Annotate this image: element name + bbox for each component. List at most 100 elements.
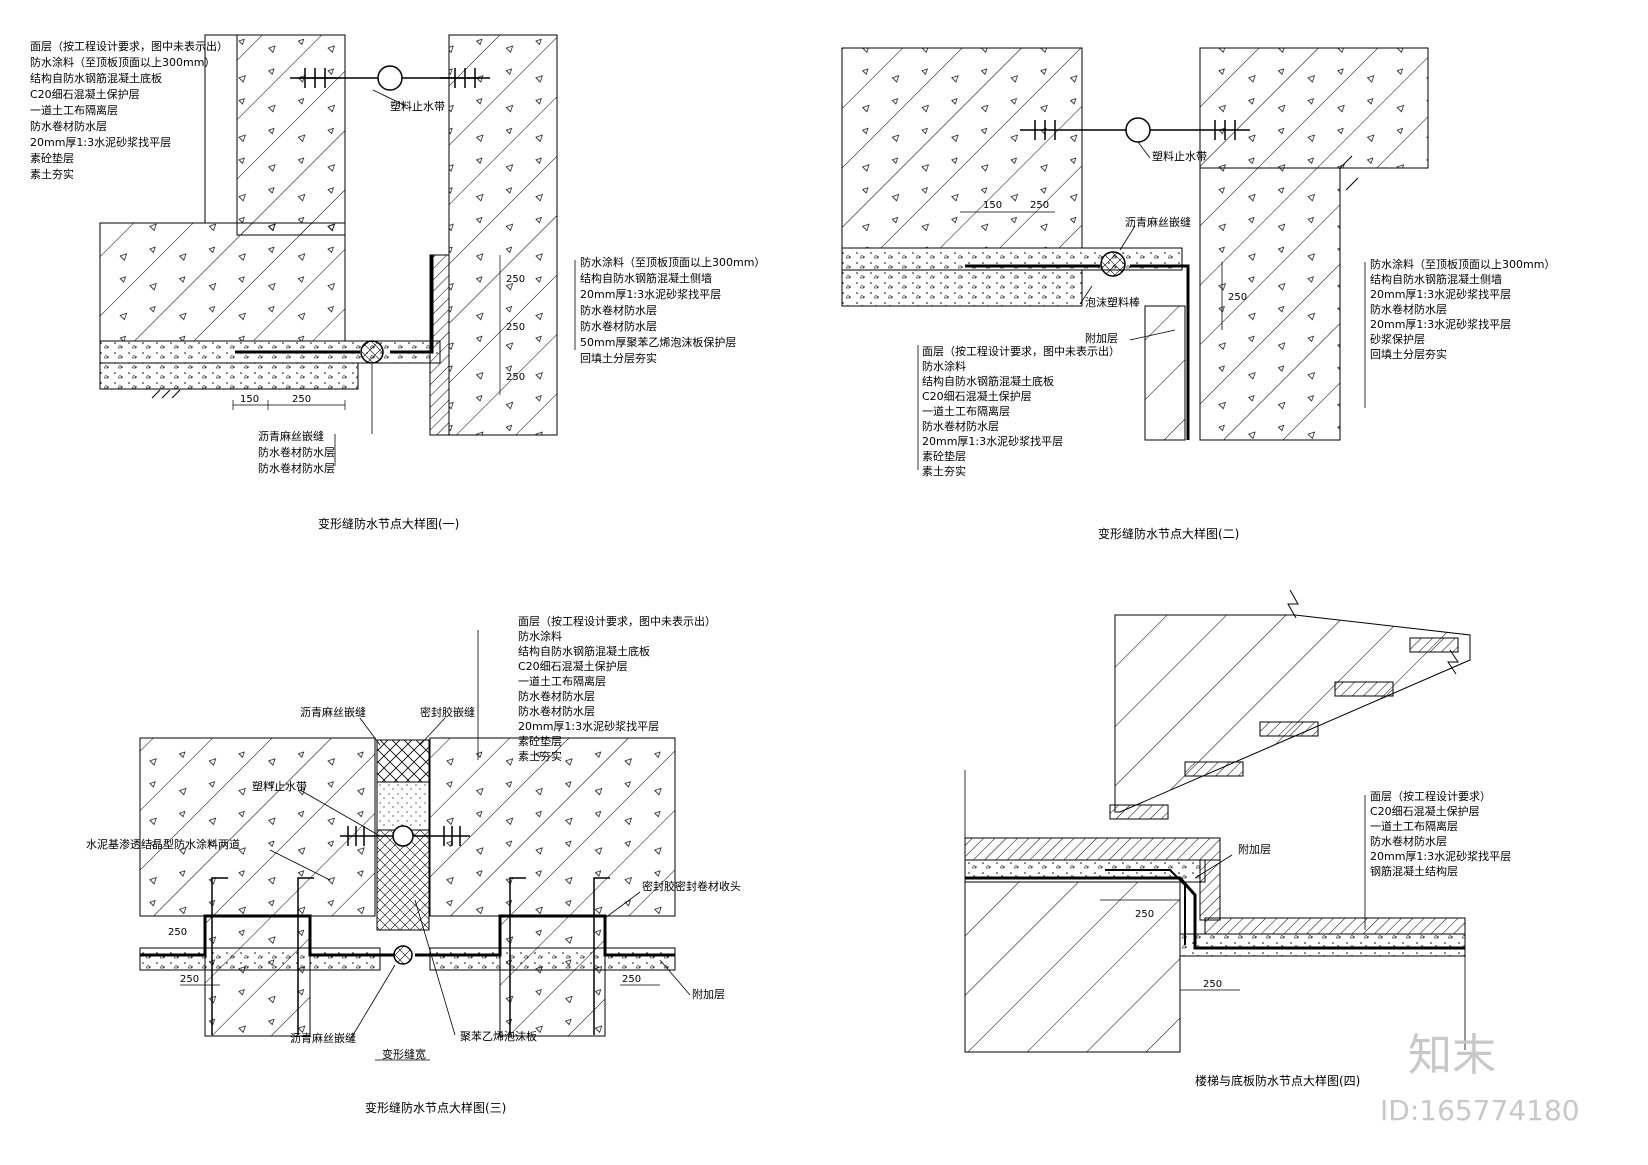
d1-right-label: 防水涂料（至顶板顶面以上300mm） xyxy=(580,255,765,269)
d4-right-label: 一道土工布隔离层 xyxy=(1370,819,1458,833)
d2-right-wall xyxy=(1199,167,1341,441)
d3-callout: 塑料止水带 xyxy=(252,779,307,793)
d3-top-label: 面层（按工程设计要求，图中未表示出） xyxy=(518,614,716,628)
d3-callout: 水泥基渗透结晶型防水涂料两道 xyxy=(86,837,240,851)
d1-label-box xyxy=(204,34,238,224)
d2-joint-filler xyxy=(1100,251,1126,277)
d3-callout: 沥青麻丝嵌缝 xyxy=(300,705,366,719)
d3-caption: 变形缝防水节点大样图(三) xyxy=(365,1100,506,1115)
d3-callout: 密封胶密封卷材收头 xyxy=(642,879,741,893)
d4-right-label: 钢筋混凝土结构层 xyxy=(1370,864,1458,878)
d2-base-layer xyxy=(841,269,1083,307)
d4-lower-wall xyxy=(964,881,1181,1053)
d1-left-label: 结构自防水钢筋混凝土底板 xyxy=(30,71,162,85)
d3-top-label: 素砼垫层 xyxy=(518,734,562,748)
d2-callout: 沥青麻丝嵌缝 xyxy=(1125,215,1191,229)
d1-left-label: 素土夯实 xyxy=(30,167,74,181)
d4-callout: 附加层 xyxy=(1238,842,1271,856)
d1-right-label: 防水卷材防水层 xyxy=(580,303,657,317)
d3-layer-left xyxy=(139,947,381,971)
d2-waterstop xyxy=(1020,117,1250,143)
d3-top-label: 20mm厚1:3水泥砂浆找平层 xyxy=(518,719,659,733)
d1-left-label: 一道土工布隔离层 xyxy=(30,103,118,117)
d2-left-label: 20mm厚1:3水泥砂浆找平层 xyxy=(922,434,1063,448)
d3-dim-1: 250 xyxy=(622,974,641,985)
d2-dim-2: 250 xyxy=(1228,292,1247,303)
d3-top-labels: 面层（按工程设计要求，图中未表示出） 防水涂料 结构自防水钢筋混凝土底板 C20… xyxy=(518,614,716,763)
d4-right-label: C20细石混凝土保护层 xyxy=(1370,804,1480,818)
drawing-1: 150 250 250 250 250 塑料止水带 面层（按工程设计要求，图中未… xyxy=(30,34,765,531)
d3-top-label: 防水涂料 xyxy=(518,629,562,643)
d1-blinding xyxy=(99,362,359,390)
d3-joint-foam xyxy=(376,829,430,931)
d2-left-labels: 面层（按工程设计要求，图中未表示出） 防水涂料 结构自防水钢筋混凝土底板 C20… xyxy=(922,344,1120,478)
d2-right-label: 20mm厚1:3水泥砂浆找平层 xyxy=(1370,317,1511,331)
d2-callout: 泡沫塑料棒 xyxy=(1085,295,1140,309)
d1-waterstop xyxy=(290,65,490,91)
d4-right-label: 20mm厚1:3水泥砂浆找平层 xyxy=(1370,849,1511,863)
drawing-4: 250 250 附加层 面层（按工程设计要求） C20细石混凝土保护层 一道土工… xyxy=(964,589,1511,1088)
d1-right-label: 20mm厚1:3水泥砂浆找平层 xyxy=(580,287,721,301)
d2-left-label: 素砼垫层 xyxy=(922,449,966,463)
d1-dim-2: 250 xyxy=(506,274,525,285)
d1-right-labels: 防水涂料（至顶板顶面以上300mm） 结构自防水钢筋混凝土侧墙 20mm厚1:3… xyxy=(580,255,765,365)
d3-callout: 密封胶嵌缝 xyxy=(420,705,475,719)
d2-left-label: 面层（按工程设计要求，图中未表示出） xyxy=(922,344,1120,358)
d1-bottom-label: 防水卷材防水层 xyxy=(258,461,335,475)
d1-bottom-label: 防水卷材防水层 xyxy=(258,445,335,459)
watermark-brand: 知末 xyxy=(1408,1030,1496,1081)
d1-left-labels: 面层（按工程设计要求，图中未表示出） 防水涂料（至顶板顶面以上300mm） 结构… xyxy=(30,39,228,181)
d1-dim-0: 150 xyxy=(240,394,259,405)
d3-dim-2: 250 xyxy=(168,927,187,938)
d2-left-label: 防水涂料 xyxy=(922,359,966,373)
d1-left-label: 面层（按工程设计要求，图中未表示出） xyxy=(30,39,228,53)
d3-dim-0: 250 xyxy=(180,974,199,985)
d1-joint-filler xyxy=(360,340,384,364)
d3-callout: 附加层 xyxy=(692,987,725,1001)
d3-slab-right xyxy=(429,737,676,917)
d2-left-label: C20细石混凝土保护层 xyxy=(922,389,1032,403)
d2-callout: 附加层 xyxy=(1085,331,1118,345)
d1-right-wall xyxy=(448,34,558,436)
d3-slab-left xyxy=(139,737,376,917)
d1-right-label: 防水卷材防水层 xyxy=(580,319,657,333)
d2-right-label: 防水卷材防水层 xyxy=(1370,302,1447,316)
d3-callout: 变形缝宽 xyxy=(382,1047,426,1061)
d3-joint-top xyxy=(376,739,430,783)
d4-right-label: 防水卷材防水层 xyxy=(1370,834,1447,848)
d1-left-label: 防水卷材防水层 xyxy=(30,119,107,133)
d1-callout: 塑料止水带 xyxy=(390,99,445,113)
d2-right-label: 回填土分层夯实 xyxy=(1370,347,1447,361)
d2-right-label: 砂浆保护层 xyxy=(1370,332,1425,346)
d1-right-label: 结构自防水钢筋混凝土侧墙 xyxy=(580,271,712,285)
d1-bottom-label: 沥青麻丝嵌缝 xyxy=(258,429,324,443)
drawing-3: 250 250 250 面层（按工程设计要求，图中未表示出） 防水涂料 结构自防… xyxy=(86,614,741,1115)
d4-right-labels: 面层（按工程设计要求） C20细石混凝土保护层 一道土工布隔离层 防水卷材防水层… xyxy=(1370,789,1511,878)
d4-lower-floor xyxy=(1204,917,1466,935)
d1-caption: 变形缝防水节点大样图(一) xyxy=(318,516,459,531)
d3-joint-filler xyxy=(393,945,413,965)
d3-top-label: 一道土工布隔离层 xyxy=(518,674,606,688)
d2-right-block xyxy=(1199,47,1429,169)
d1-left-label: 20mm厚1:3水泥砂浆找平层 xyxy=(30,135,171,149)
d1-right-label: 50mm厚聚苯乙烯泡沫板保护层 xyxy=(580,335,736,349)
d3-base-right xyxy=(499,915,606,1037)
d4-caption: 楼梯与底板防水节点大样图(四) xyxy=(1195,1073,1360,1088)
d4-dim-1: 250 xyxy=(1203,979,1222,990)
d1-base-slab xyxy=(99,222,346,342)
d2-side-wall xyxy=(1144,305,1186,441)
d2-right-label: 防水涂料（至顶板顶面以上300mm） xyxy=(1370,257,1555,271)
d2-caption: 变形缝防水节点大样图(二) xyxy=(1098,526,1239,541)
d4-treads xyxy=(1109,637,1459,820)
d2-left-label: 一道土工布隔离层 xyxy=(922,404,1010,418)
d3-top-label: C20细石混凝土保护层 xyxy=(518,659,628,673)
d3-joint-mid xyxy=(376,781,430,831)
d3-top-label: 防水卷材防水层 xyxy=(518,689,595,703)
d2-left-label: 结构自防水钢筋混凝土底板 xyxy=(922,374,1054,388)
d2-left-block xyxy=(841,47,1083,249)
d4-dim-0: 250 xyxy=(1135,909,1154,920)
d1-left-label: 防水涂料（至顶板顶面以上300mm） xyxy=(30,55,215,69)
d2-right-label: 结构自防水钢筋混凝土侧墙 xyxy=(1370,272,1502,286)
d1-left-label: C20细石混凝土保护层 xyxy=(30,87,140,101)
